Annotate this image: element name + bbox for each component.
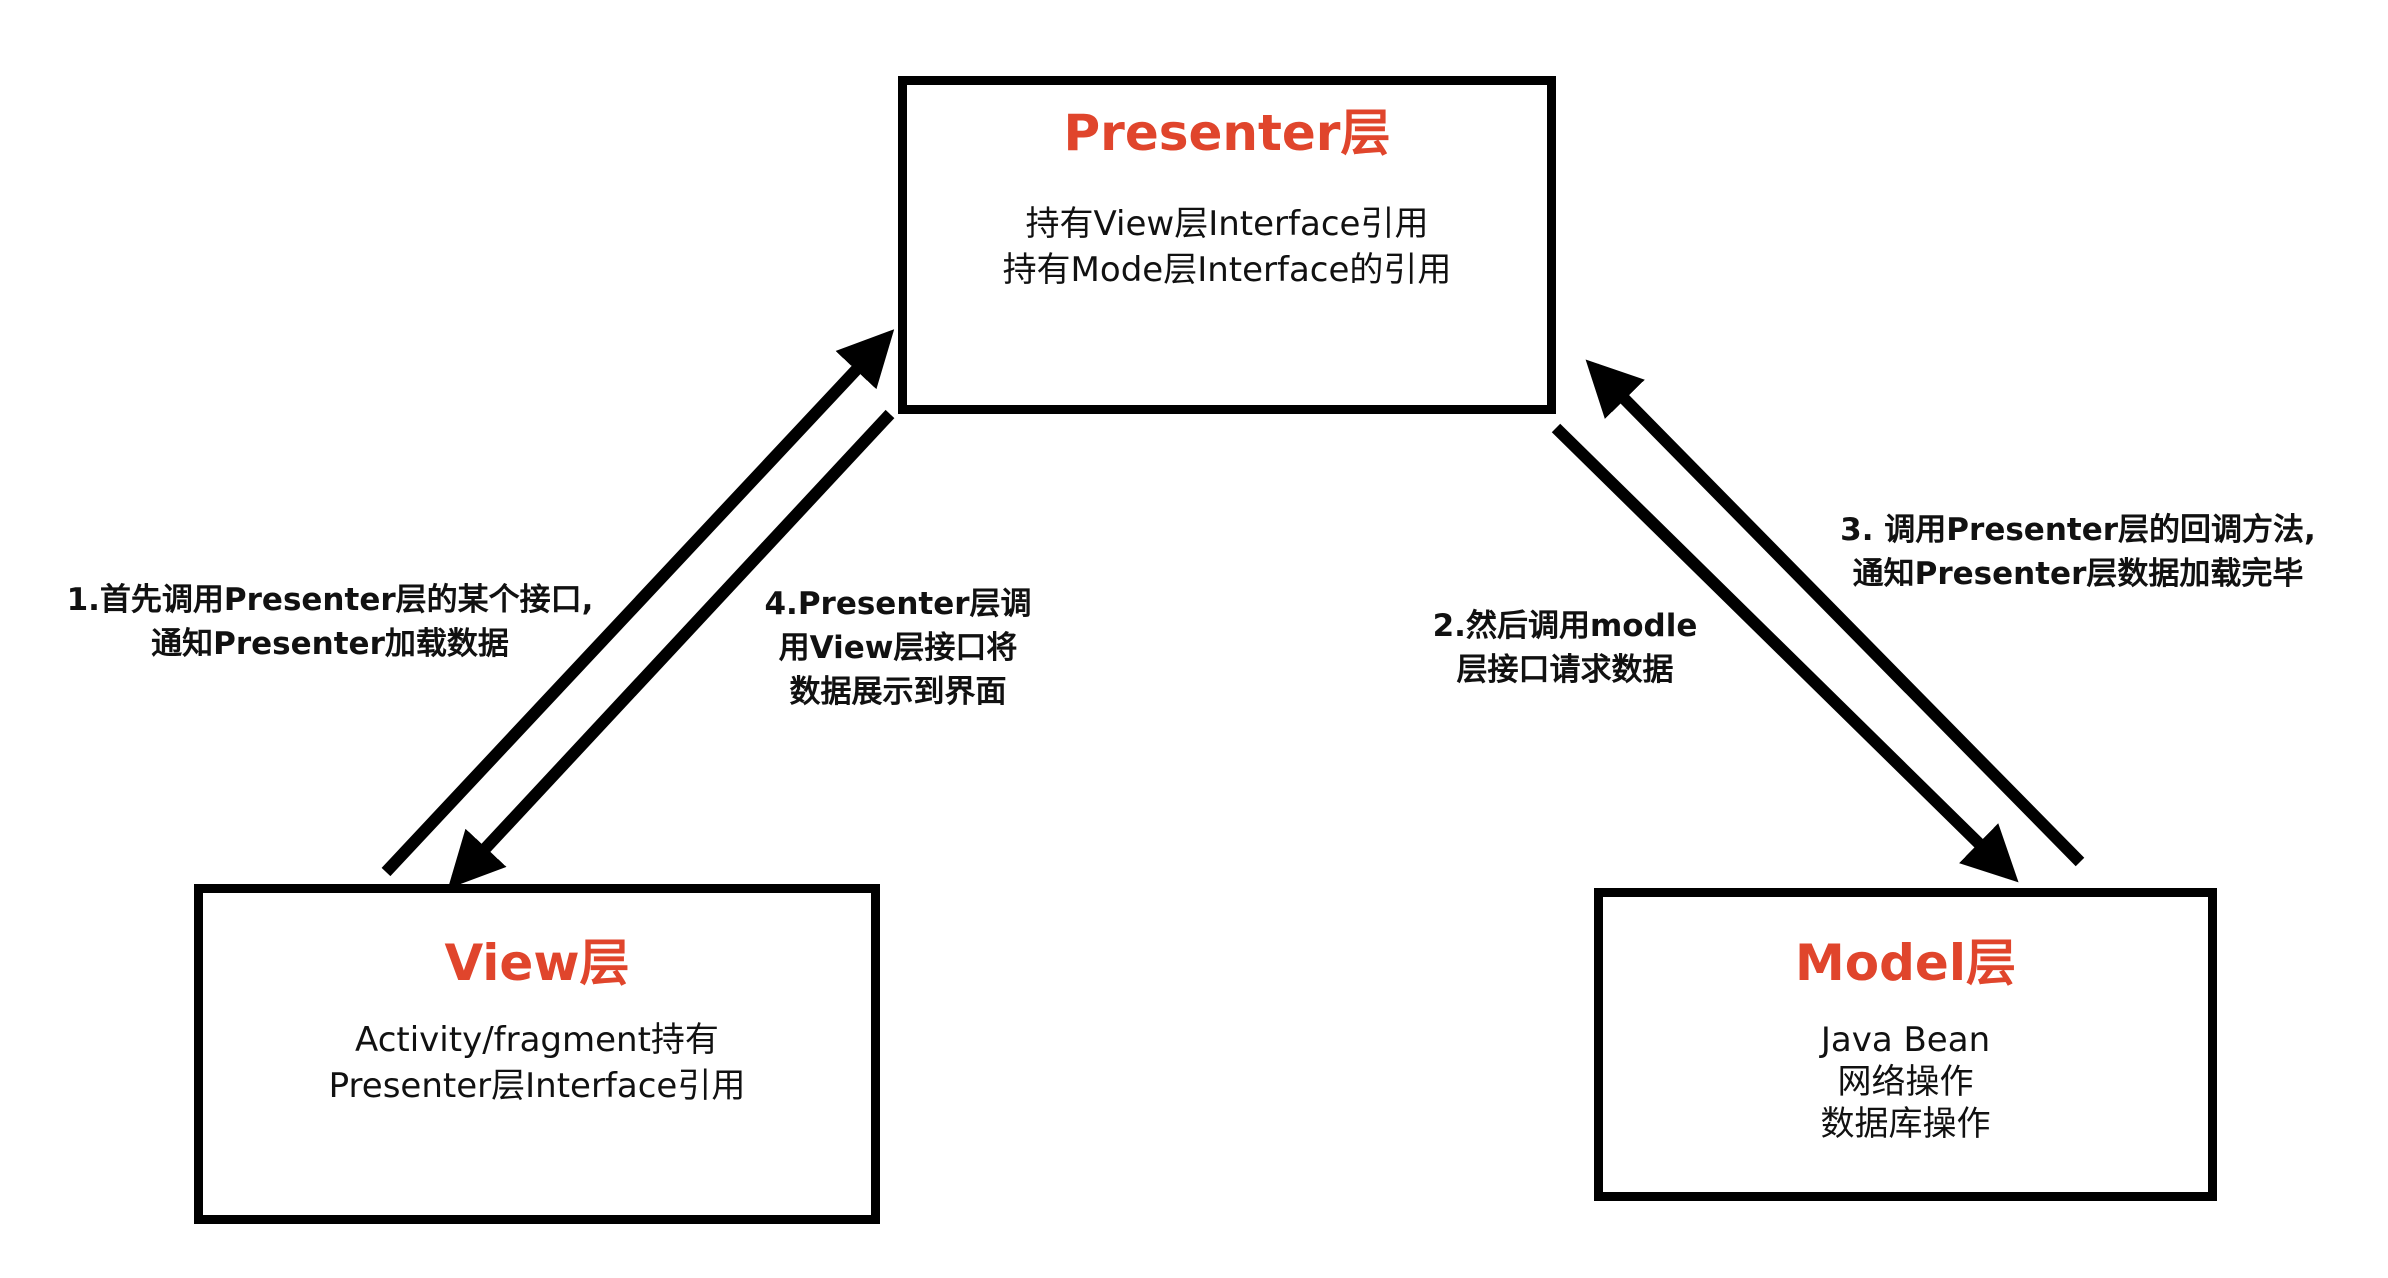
arrow-model-to-presenter [1585,359,2085,867]
model-layer-line: Java Bean [1820,1020,1991,1060]
model-layer-title: Model层 [1795,934,2016,992]
step2-label: 2.然后调用modle 层接口请求数据 [1400,604,1730,692]
presenter-layer-description: 持有View层Interface引用 持有Mode层Interface的引用 [907,201,1547,293]
step4-label: 4.Presenter层调 用View层接口将 数据展示到界面 [748,582,1048,714]
step3-label: 3. 调用Presenter层的回调方法, 通知Presenter层数据加载完毕 [1788,508,2368,596]
presenter-layer-box: Presenter层 持有View层Interface引用 持有Mode层Int… [898,76,1556,414]
step1-label-line: 通知Presenter加载数据 [151,626,509,662]
view-layer-box: View层 Activity/fragment持有 Presenter层Inte… [194,884,880,1224]
step3-label-line: 通知Presenter层数据加载完毕 [1852,556,2304,592]
model-layer-box: Model层 Java Bean 网络操作 数据库操作 [1594,888,2217,1201]
model-layer-line: 网络操作 [1837,1062,1974,1102]
step4-label-line: 数据展示到界面 [789,674,1007,710]
step2-label-line: 层接口请求数据 [1456,652,1674,688]
model-layer-description: Java Bean 网络操作 数据库操作 [1603,1019,2208,1145]
step3-label-line: 3. 调用Presenter层的回调方法, [1840,512,2316,548]
view-layer-line: Activity/fragment持有 [355,1020,719,1060]
step4-label-line: 4.Presenter层调 [764,586,1032,622]
arrow-presenter-to-model [1551,423,2019,883]
model-layer-line: 数据库操作 [1820,1104,1991,1144]
view-layer-title: View层 [444,934,630,992]
step2-label-line: 2.然后调用modle [1432,608,1698,644]
step4-label-line: 用View层接口将 [778,630,1018,666]
arrow-view-to-presenter [381,329,895,877]
view-layer-description: Activity/fragment持有 Presenter层Interface引… [203,1017,871,1109]
view-layer-line: Presenter层Interface引用 [328,1066,746,1106]
step1-label-line: 1.首先调用Presenter层的某个接口, [66,582,594,618]
arrow-presenter-to-view [447,409,895,889]
step1-label: 1.首先调用Presenter层的某个接口, 通知Presenter加载数据 [30,578,630,666]
presenter-layer-title: Presenter层 [1063,104,1391,162]
presenter-layer-line: 持有Mode层Interface的引用 [1002,250,1452,290]
presenter-layer-line: 持有View层Interface引用 [1025,204,1429,244]
